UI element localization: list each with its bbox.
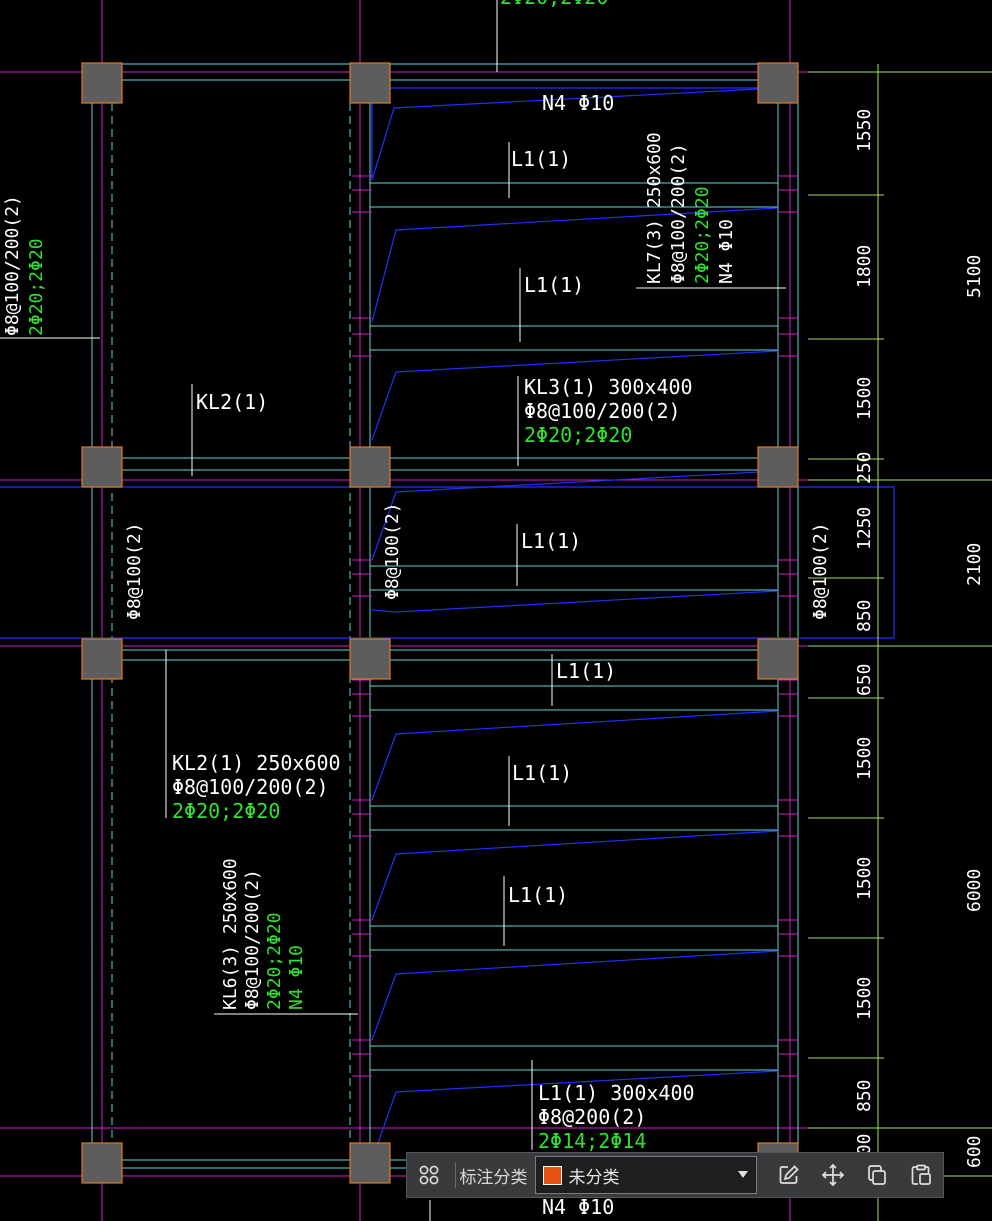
n4-bottom-label: N4 Φ10 — [542, 1195, 614, 1219]
l1-label: L1(1) — [511, 147, 571, 171]
column — [349, 638, 391, 680]
kl6-rebar: 2Φ20;2Φ20 — [264, 912, 285, 1010]
l1-bottom-stirrup: Φ8@200(2) — [538, 1105, 646, 1129]
stirrup-ticks — [352, 175, 798, 1077]
dim-outer: 6000 — [964, 869, 985, 912]
category-select[interactable]: 未分类 — [535, 1156, 757, 1194]
left-edge-rebar: 2Φ20;2Φ20 — [26, 238, 47, 336]
category-selected-value: 未分类 — [568, 1167, 620, 1188]
beam-outlines — [91, 63, 799, 1180]
dim-inner: 1500 — [854, 857, 875, 900]
column — [81, 62, 123, 104]
dim-inner: 250 — [854, 451, 875, 484]
dimension-lines — [808, 64, 992, 1221]
column — [349, 1142, 391, 1184]
kl7-stirrup: Φ8@100/200(2) — [668, 143, 689, 284]
rebar-lines — [0, 87, 895, 1161]
l1-label: L1(1) — [524, 273, 584, 297]
vert-stirrup-right: Φ8@100(2) — [810, 522, 831, 620]
top-cut-label: 2Φ20;2Φ20 — [500, 0, 608, 9]
column — [81, 446, 123, 488]
kl3-stirrup: Φ8@100/200(2) — [524, 399, 681, 423]
l1-label: L1(1) — [508, 883, 568, 907]
column — [81, 638, 123, 680]
column — [757, 62, 799, 104]
kl6-stirrup: Φ8@100/200(2) — [242, 869, 263, 1010]
left-edge-stirrup: Φ8@100/200(2) — [2, 195, 23, 336]
dim-inner: 1500 — [854, 377, 875, 420]
grid-icon[interactable] — [407, 1152, 451, 1198]
dim-inner: 1500 — [854, 977, 875, 1020]
annotation-toolbar: 标注分类 未分类 — [406, 1152, 944, 1198]
l1-label: L1(1) — [556, 659, 616, 683]
category-label: 标注分类 — [459, 1167, 528, 1188]
columns — [81, 62, 799, 1184]
kl7-rebar: 2Φ20;2Φ20 — [692, 186, 713, 284]
dim-outer: 5100 — [964, 255, 985, 298]
dim-inner: 1500 — [854, 737, 875, 780]
toolbar-divider — [454, 1162, 456, 1188]
dim-inner: 650 — [854, 663, 875, 696]
kl3-label: KL3(1) 300x400 — [524, 375, 693, 399]
kl3-rebar: 2Φ20;2Φ20 — [524, 423, 632, 447]
dim-inner: 1250 — [854, 507, 875, 550]
kl6-label: KL6(3) 250x600 — [220, 858, 241, 1010]
vert-stirrup-mid: Φ8@100(2) — [382, 502, 403, 600]
column — [757, 638, 799, 680]
kl7-torsion: N4 Φ10 — [716, 219, 737, 284]
n4-top-label: N4 Φ10 — [542, 91, 614, 115]
kl2-lower-stirrup: Φ8@100/200(2) — [172, 775, 329, 799]
paste-icon[interactable] — [899, 1152, 943, 1198]
copy-icon[interactable] — [855, 1152, 899, 1198]
chevron-down-icon — [738, 1171, 748, 1178]
l1-label: L1(1) — [512, 761, 572, 785]
leader-lines — [0, 0, 786, 1221]
move-icon[interactable] — [811, 1152, 855, 1198]
column — [349, 62, 391, 104]
kl2-lower-label: KL2(1) 250x600 — [172, 751, 341, 775]
column — [81, 1142, 123, 1184]
edit-icon[interactable] — [767, 1152, 811, 1198]
category-color-swatch — [543, 1165, 563, 1185]
l1-bottom-label: L1(1) 300x400 — [538, 1081, 695, 1105]
l1-label: L1(1) — [521, 529, 581, 553]
kl6-torsion: N4 Φ10 — [286, 945, 307, 1010]
dim-inner: 850 — [854, 599, 875, 632]
column — [349, 446, 391, 488]
dim-inner: 850 — [854, 1079, 875, 1112]
l1-bottom-rebar: 2Φ14;2Φ14 — [538, 1129, 646, 1153]
dim-outer: 600 — [964, 1135, 985, 1168]
dim-outer: 2100 — [964, 543, 985, 586]
kl7-label: KL7(3) 250x600 — [644, 132, 665, 284]
dim-inner: 1550 — [854, 109, 875, 152]
vert-stirrup-left: Φ8@100(2) — [124, 522, 145, 620]
kl2-lower-rebar: 2Φ20;2Φ20 — [172, 799, 280, 823]
column — [757, 446, 799, 488]
dim-inner: 1800 — [854, 245, 875, 288]
kl2-label: KL2(1) — [196, 390, 268, 414]
